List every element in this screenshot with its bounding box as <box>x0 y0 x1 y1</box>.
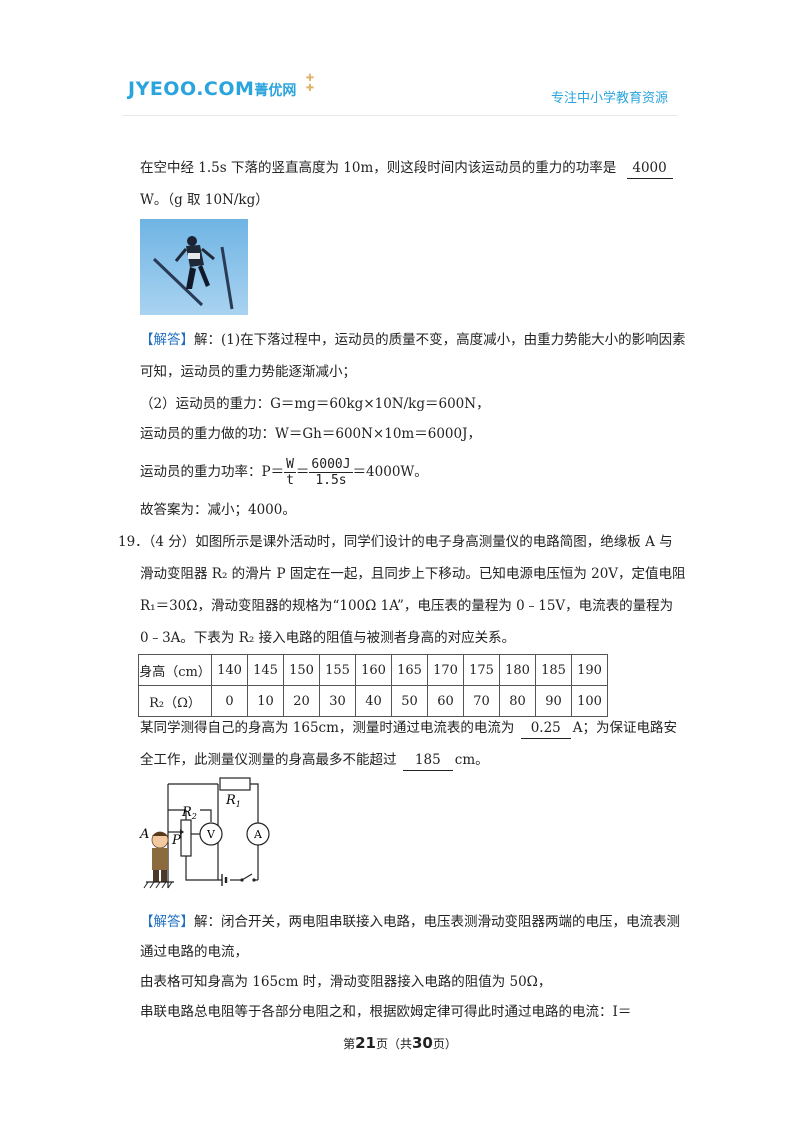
sol18-line3: （2）运动员的重力：G＝mg＝60kg×10N/kg＝600N， <box>140 396 490 412</box>
sol19-line2: 通过电路的电流， <box>140 944 248 960</box>
sol18-line2: 可知，运动员的重力势能逐渐减小； <box>140 364 356 380</box>
q18-line2: W。（g 取 10N/kg） <box>140 192 269 208</box>
voltmeter-label: V <box>206 828 216 841</box>
logo-text: JYEOO.COM <box>128 78 255 100</box>
q19-line2: 滑动变阻器 R₂ 的滑片 P 固定在一起，且同步上下移动。已知电源电压恒为 20… <box>140 566 686 582</box>
label-slider-p: P <box>171 833 181 848</box>
header-slogan: 专注中小学教育资源 <box>550 91 668 106</box>
q18-line1: 在空中经 1.5s 下落的竖直高度为 10m，则这段时间内该运动员的重力的功率是… <box>140 158 673 179</box>
sol19-line4: 串联电路总电阻等于各部分电阻之和，根据欧姆定律可得此时通过电路的电流：I＝ <box>140 1004 632 1020</box>
q19-line1: 19．（4 分）如图所示是课外活动时，同学们设计的电子身高测量仪的电路简图，绝缘… <box>118 534 673 550</box>
site-logo: JYEOO.COM菁优网 <box>128 78 296 100</box>
label-r2: R2 <box>181 805 197 821</box>
logo-cn: 菁优网 <box>254 83 297 99</box>
sol19-line1: 【解答】解：闭合开关，两电阻串联接入电路，电压表测滑动变阻器两端的电压，电流表测 <box>140 914 680 930</box>
circuit-diagram: R2 R1 A P V A <box>138 770 278 894</box>
q19-line3: R₁＝30Ω，滑动变阻器的规格为“100Ω 1A”，电压表的量程为 0﹣15V，… <box>140 598 674 614</box>
answer-tag: 【解答】 <box>140 332 194 348</box>
table-row: 身高（cm） 140 145 150 155 160 165 170 175 1… <box>138 654 608 686</box>
sol19-line3: 由表格可知身高为 165cm 时，滑动变阻器接入电路的阻值为 50Ω， <box>140 974 552 990</box>
ski-jumper-image <box>140 219 248 315</box>
q19-line4: 0﹣3A。下表为 R₂ 接入电路的阻值与被测者身高的对应关系。 <box>140 630 516 646</box>
sol18-line4: 运动员的重力做的功：W＝Gh＝600N×10m＝6000J， <box>140 426 481 442</box>
label-board-a: A <box>139 827 149 842</box>
page-footer: 第21页（共30页） <box>343 1034 457 1052</box>
height-resistance-table: 身高（cm） 140 145 150 155 160 165 170 175 1… <box>138 654 608 717</box>
label-r1: R1 <box>225 793 241 809</box>
answer-tag: 【解答】 <box>140 914 194 930</box>
table-row: R₂（Ω） 0 10 20 30 40 50 60 70 80 90 100 <box>138 685 608 717</box>
sol18-line6: 故答案为：减小；4000。 <box>140 502 296 518</box>
q19-answer-height: 185 <box>402 750 453 771</box>
logo-decoration-icon: ✚✚ <box>305 73 315 94</box>
q19-answer-current: 0.25 <box>520 718 571 739</box>
sol18-line1: 【解答】解：(1)在下落过程中，运动员的质量不变，高度减小，由重力势能大小的影响… <box>140 332 686 348</box>
table-header-cell: R₂（Ω） <box>138 685 212 717</box>
table-header-cell: 身高（cm） <box>138 654 212 686</box>
header-divider <box>122 115 678 116</box>
ammeter-label: A <box>253 828 263 841</box>
page-number: 21 <box>355 1034 376 1052</box>
total-pages: 30 <box>412 1034 433 1052</box>
q18-answer: 4000 <box>626 158 673 179</box>
